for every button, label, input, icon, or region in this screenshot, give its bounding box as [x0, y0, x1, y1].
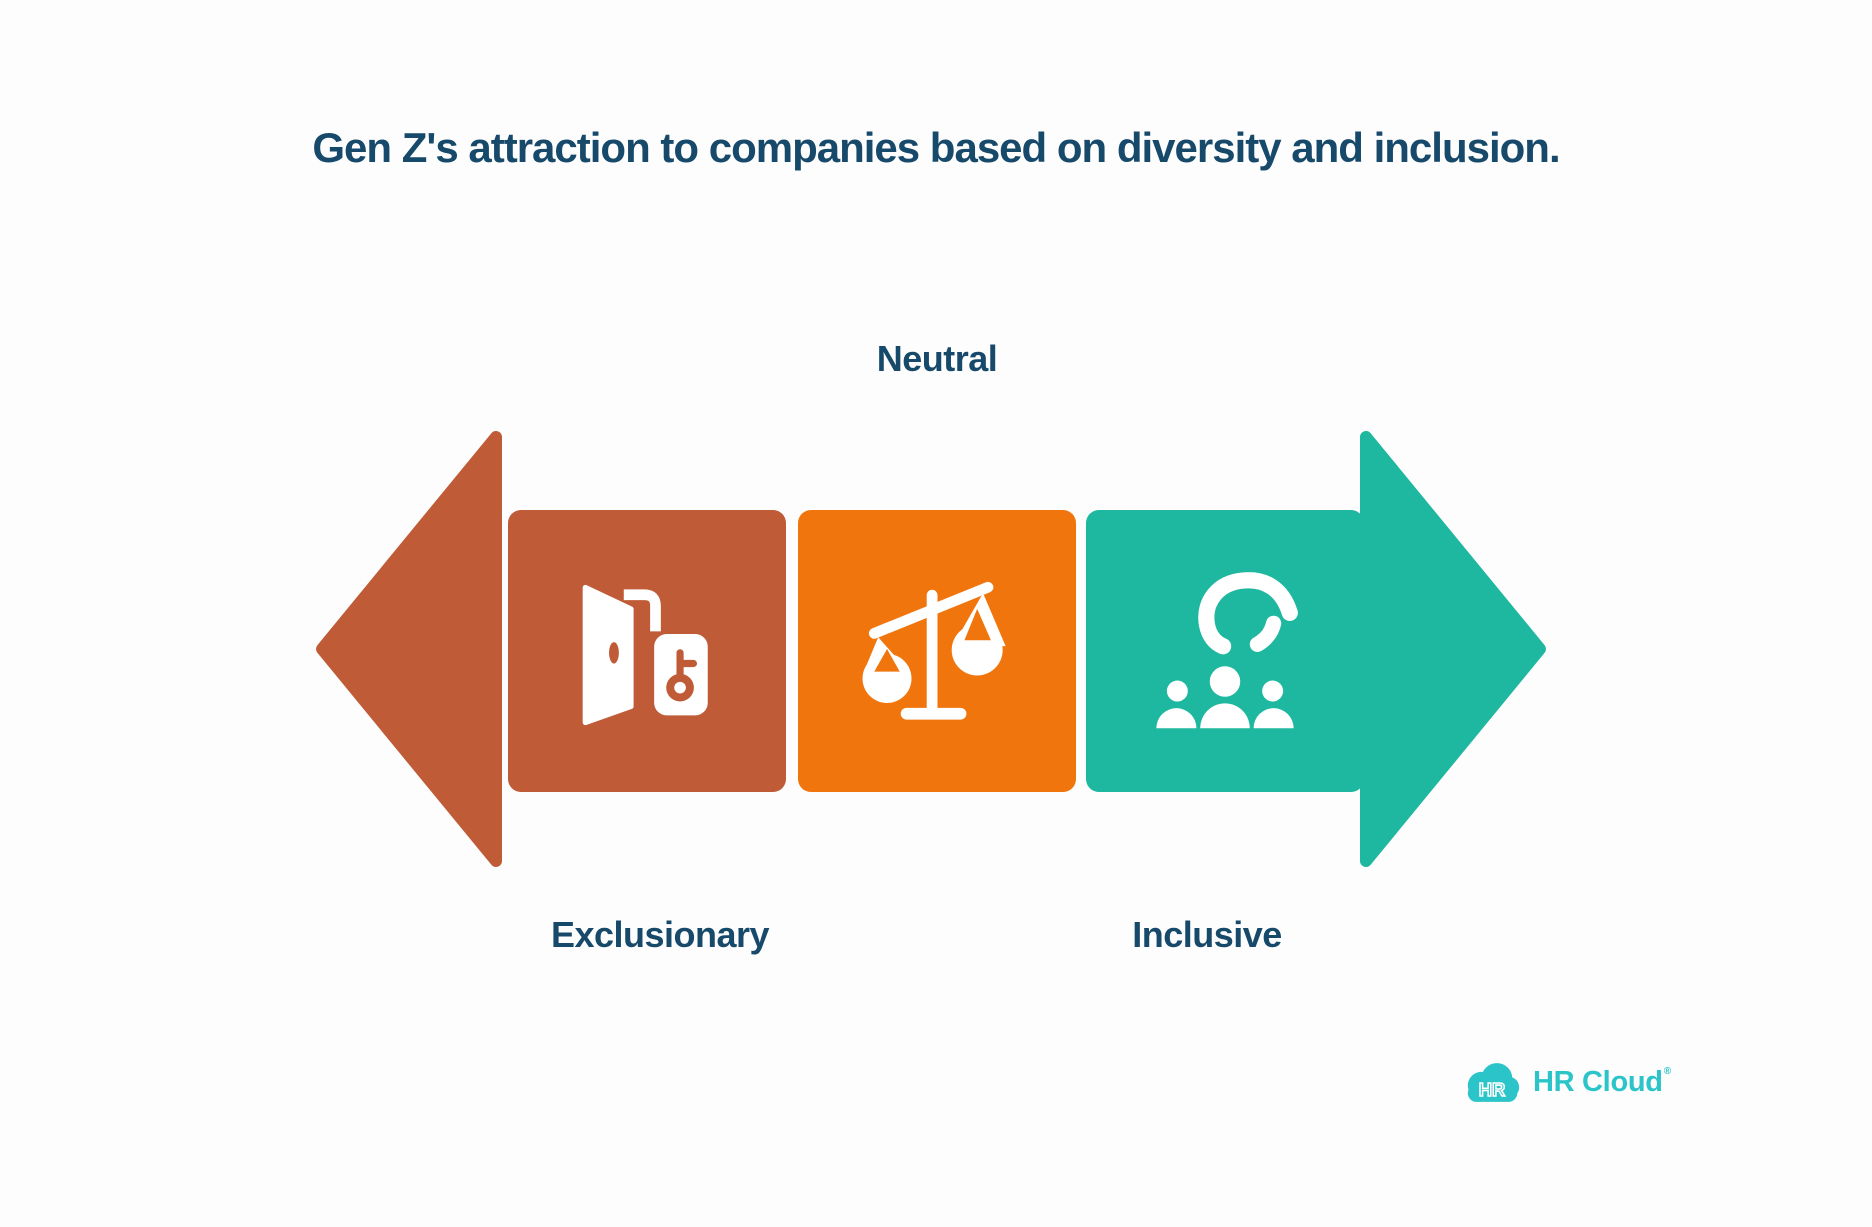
label-exclusionary: Exclusionary [550, 914, 770, 955]
hand-people-icon [1156, 572, 1298, 729]
cloud-icon: HR [1467, 1062, 1520, 1102]
door-key-icon [582, 584, 708, 726]
logo-badge-text: HR [1479, 1079, 1506, 1100]
left-arrowhead [316, 431, 502, 867]
logo-wordmark-text: HR Cloud [1533, 1065, 1663, 1098]
segment-neutral [798, 510, 1076, 792]
registered-trademark: ® [1663, 1065, 1671, 1077]
label-neutral: Neutral [876, 338, 998, 379]
balance-scale-icon [862, 581, 1006, 720]
right-arrowhead [1360, 431, 1546, 867]
segment-inclusive [1086, 510, 1364, 792]
infographic-title: Gen Z's attraction to companies based on… [312, 124, 1560, 171]
hr-cloud-logo: HR HR Cloud ® [1462, 1056, 1671, 1108]
label-inclusive: Inclusive [1132, 914, 1282, 955]
segment-exclusionary [508, 510, 786, 792]
logo-wordmark: HR Cloud ® [1533, 1065, 1671, 1098]
